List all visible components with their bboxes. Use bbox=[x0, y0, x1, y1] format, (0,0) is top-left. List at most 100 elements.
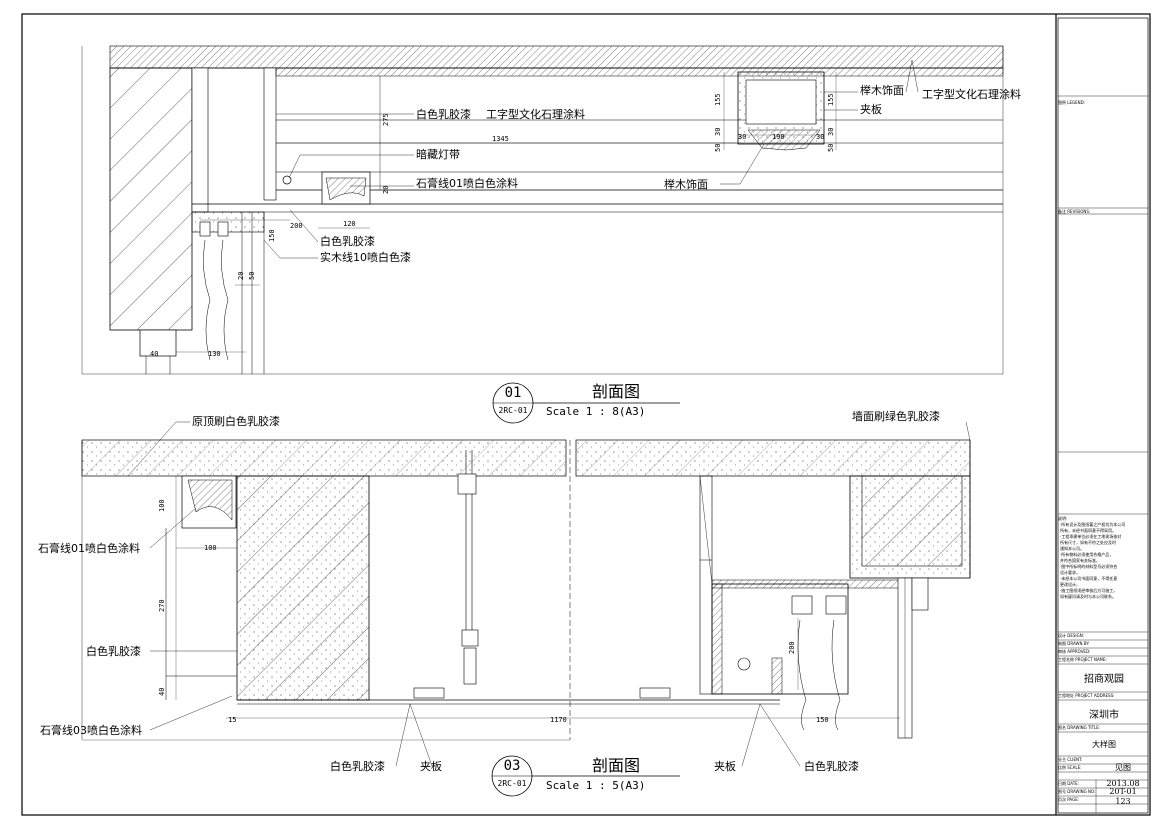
tb-note-line: ·所有物料必须使用合格产品， bbox=[1060, 552, 1114, 557]
tb-drawing-no-label: 图号 DRAWING NO: bbox=[1058, 789, 1096, 794]
dim-270: 270 bbox=[158, 599, 166, 612]
label-latex-white-03: 白色乳胶漆 bbox=[86, 645, 141, 658]
tb-check-label: 审核 APPROVED: bbox=[1058, 649, 1091, 654]
tb-note-line: ·未经本公司书面同意，不得任意 bbox=[1060, 576, 1118, 581]
dim-20b: 20 bbox=[237, 271, 245, 280]
section-01-drawing bbox=[81, 45, 1004, 375]
label-culture-stone-2: 工字型文化石理涂料 bbox=[922, 88, 1021, 101]
dim-150-03: 150 bbox=[816, 716, 829, 724]
tb-note-line: 所有尺寸，如有不符之处应及时 bbox=[1060, 540, 1116, 545]
tb-design-label: 设计 DESIGN: bbox=[1058, 633, 1085, 638]
label-beech-2: 榉木饰面 bbox=[664, 178, 708, 191]
tb-note-line: ·图中所标明的材料型号必须符合 bbox=[1060, 564, 1118, 569]
dim-1345: 1345 bbox=[492, 135, 509, 143]
leader-ceiling-latex bbox=[127, 421, 190, 477]
dim-120: 120 bbox=[343, 220, 356, 228]
label-gypsum-03: 石膏线03喷白色涂料 bbox=[40, 724, 142, 737]
label-gypsum-01-03: 石膏线01喷白色涂料 bbox=[38, 542, 140, 555]
tb-notes-heading: 说明: bbox=[1058, 516, 1068, 521]
tb-note-line: ·所有设计及图纸著之产权均为本公司 bbox=[1060, 522, 1126, 527]
tb-page-value: 123 bbox=[1115, 797, 1131, 806]
sheet-frame bbox=[21, 13, 1151, 816]
tb-note-line: 更改设计。 bbox=[1060, 582, 1080, 587]
tb-note-line: 所有，未经书面同意不得采用。 bbox=[1060, 528, 1116, 533]
dim-275: 275 bbox=[382, 113, 390, 126]
tb-notes: ·所有设计及图纸著之产权均为本公司 所有，未经书面同意不得采用。 ·工程承建单位… bbox=[1060, 522, 1148, 600]
tb-note-line: 并符合国家有关标准。 bbox=[1060, 558, 1100, 563]
dim-40-03: 40 bbox=[158, 687, 166, 696]
section-01-scale: Scale 1 : 8(A3) bbox=[546, 405, 646, 418]
dim-40: 40 bbox=[150, 350, 159, 358]
tb-scale-value: 见图 bbox=[1115, 763, 1131, 772]
tb-legend: 图例 LEGEND: bbox=[1058, 100, 1086, 105]
section-03-title: 剖面图 bbox=[592, 756, 641, 775]
dim-1170: 1170 bbox=[550, 716, 567, 724]
wall-column-01 bbox=[109, 67, 193, 331]
tb-note-line: 通知本公司。 bbox=[1060, 546, 1084, 551]
dim-155a: 155 bbox=[714, 93, 722, 106]
tb-scale-label: 比例 SCALE: bbox=[1058, 765, 1082, 770]
dim-30d: 30 bbox=[816, 133, 825, 141]
section-03-ref: 2RC-01 bbox=[497, 779, 527, 788]
title-block-inner-frame bbox=[1057, 17, 1149, 814]
dim-50: 50 bbox=[248, 271, 256, 280]
leader-latex-white-2 bbox=[289, 209, 319, 243]
tb-note-line: 如有疑问请及时与本公司联系。 bbox=[1060, 594, 1116, 599]
label-gypsum-01: 石膏线01喷白色涂料 bbox=[416, 177, 518, 190]
label-beech-1: 榉木饰面 bbox=[860, 84, 904, 97]
dim-200-03: 200 bbox=[788, 641, 796, 654]
label-ceiling-latex: 原顶刷白色乳胶漆 bbox=[192, 415, 280, 428]
dim-15: 15 bbox=[228, 716, 237, 724]
label-bottom-latex-1: 白色乳胶漆 bbox=[330, 760, 385, 773]
tb-project-label: 工程名称 PROJECT NAME: bbox=[1058, 657, 1107, 662]
dim-50b: 50 bbox=[827, 143, 835, 152]
leader-beech-2 bbox=[720, 143, 765, 185]
leader-gypsum-01-03 bbox=[149, 507, 197, 549]
title-block-rows bbox=[1058, 95, 1148, 813]
tb-drawn-label: 制图 DRAWN BY: bbox=[1058, 641, 1090, 646]
ceiling-slab-01 bbox=[109, 45, 1004, 69]
dim-50a: 50 bbox=[714, 143, 722, 152]
leader-bottom-right bbox=[741, 703, 801, 767]
tb-note-line: 设计要求。 bbox=[1060, 570, 1080, 575]
tb-address-label: 工程地址 PROJECT ADDRESS: bbox=[1058, 693, 1115, 698]
label-bottom-plywood-1: 夹板 bbox=[420, 760, 442, 773]
tb-date-label: 日期 DATE: bbox=[1058, 781, 1080, 786]
leader-wall-green bbox=[965, 421, 971, 441]
hidden-light-fixture bbox=[282, 175, 292, 185]
dim-100h: 100 bbox=[204, 544, 217, 552]
section-01-title: 剖面图 bbox=[592, 382, 641, 401]
dim-150: 150 bbox=[268, 229, 276, 242]
tb-note-line: ·施工图纸须经审核后方可施工， bbox=[1060, 588, 1118, 593]
leader-solid-wood bbox=[263, 239, 318, 259]
leader-culture-stone-2 bbox=[905, 59, 919, 93]
dim-155b: 155 bbox=[827, 93, 835, 106]
tb-project-value: 招商观园 bbox=[1084, 674, 1124, 685]
label-hidden-light: 暗藏灯带 bbox=[416, 148, 460, 161]
label-solid-wood-10: 实木线10喷白色漆 bbox=[320, 251, 411, 264]
tb-note-line: ·工程承建单位必须在工地现场核对 bbox=[1060, 534, 1122, 539]
section-01-ref: 2RC-01 bbox=[498, 406, 528, 415]
dim-30a: 30 bbox=[714, 127, 722, 136]
tb-drawing-title-value: 大样图 bbox=[1092, 740, 1116, 749]
dim-130: 130 bbox=[208, 350, 221, 358]
label-plywood: 夹板 bbox=[860, 103, 882, 116]
leader-bottom-left bbox=[395, 703, 433, 767]
leader-hidden-light bbox=[288, 154, 414, 179]
tb-date-value: 2013.08 bbox=[1106, 779, 1140, 788]
tb-drawing-title-label: 图名 DRAWING TITLE: bbox=[1058, 725, 1101, 730]
tb-drawing-no-value: 20T-01 bbox=[1109, 787, 1137, 796]
label-wall-green: 墙面刷绿色乳胶漆 bbox=[852, 410, 940, 423]
dim-200: 200 bbox=[290, 222, 303, 230]
tb-revisions: 备注 REVISIONS: bbox=[1058, 209, 1091, 214]
tb-page-label: 页次 PAGE: bbox=[1058, 797, 1080, 802]
label-bottom-plywood-2: 夹板 bbox=[714, 760, 736, 773]
dim-20: 20 bbox=[382, 185, 390, 194]
dim-30c: 30 bbox=[738, 133, 747, 141]
section-01-number: 01 bbox=[504, 385, 522, 401]
section-03-scale: Scale 1 : 5(A3) bbox=[546, 779, 646, 792]
label-latex-white-2: 白色乳胶漆 bbox=[320, 235, 375, 248]
dim-30b: 30 bbox=[827, 127, 835, 136]
label-bottom-latex-2: 白色乳胶漆 bbox=[804, 760, 859, 773]
